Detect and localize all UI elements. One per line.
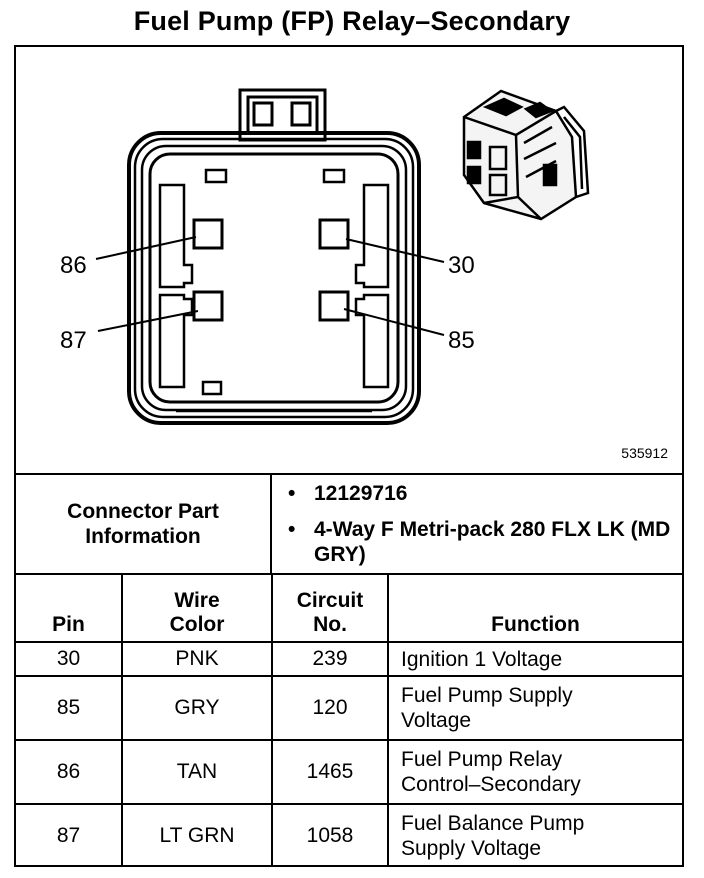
cell-function: Ignition 1 Voltage	[387, 641, 682, 677]
cell-circuit: 1058	[271, 803, 389, 867]
notch-top-left	[204, 168, 228, 184]
connector-info-item: • 12129716	[288, 481, 654, 506]
cavity-85	[318, 290, 350, 322]
cell-circuit: 120	[271, 675, 389, 741]
leader-85	[343, 308, 445, 336]
cell-circuit: 1465	[271, 739, 389, 805]
cell-function: Fuel Pump Supply Voltage	[387, 675, 682, 741]
notch-bottom	[201, 380, 223, 396]
table-row: 85 GRY 120 Fuel Pump Supply Voltage	[16, 675, 682, 741]
cell-function-text: Fuel Pump Supply Voltage	[401, 684, 573, 732]
leader-30	[345, 238, 445, 263]
table-row: 86 TAN 1465 Fuel Pump Relay Control–Seco…	[16, 739, 682, 805]
pin-label-86: 86	[60, 252, 87, 279]
right-wall-top	[354, 183, 390, 289]
cell-function-text: Fuel Pump Relay Control–Secondary	[401, 748, 581, 796]
cell-pin: 85	[16, 675, 123, 741]
connector-part-number: 12129716	[314, 482, 408, 505]
body-outer	[127, 131, 421, 425]
header-circuit-text: Circuit No.	[296, 589, 364, 636]
right-wall-bottom	[354, 293, 390, 389]
bullet-icon: •	[288, 518, 296, 541]
connector-info-label: Connector Part Information	[16, 475, 272, 573]
header-wire-color-text: Wire Color	[169, 589, 225, 636]
pin-label-85: 85	[448, 327, 475, 354]
cell-pin: 30	[16, 641, 123, 677]
header-pin: Pin	[16, 573, 123, 643]
header-circuit: Circuit No.	[271, 573, 389, 643]
body-outline-2	[133, 137, 415, 419]
cavity-86	[192, 218, 224, 250]
connector-figure: 86 30 87 85 535912	[16, 47, 682, 473]
cavity-87	[192, 290, 224, 322]
connector-info-label-text: Connector Part Information	[67, 500, 219, 548]
cell-circuit: 239	[271, 641, 389, 677]
cell-pin: 86	[16, 739, 123, 805]
body-outline-4	[148, 152, 400, 404]
pin-label-30: 30	[448, 252, 475, 279]
table-row: 30 PNK 239 Ignition 1 Voltage	[16, 641, 682, 677]
cell-wire-color: LT GRN	[121, 803, 273, 867]
connector-document-frame: 86 30 87 85 535912 Connector Part Inform…	[14, 45, 684, 867]
table-header-row: Pin Wire Color Circuit No. Function	[16, 573, 682, 643]
cell-function-text: Fuel Balance Pump Supply Voltage	[401, 812, 585, 860]
cell-function: Fuel Pump Relay Control–Secondary	[387, 739, 682, 805]
latch-slot-right	[290, 101, 312, 127]
connector-part-info: Connector Part Information • 12129716 • …	[16, 473, 682, 573]
relay-connector-face-icon	[95, 88, 590, 425]
pin-label-87: 87	[60, 327, 87, 354]
connector-info-item: • 4-Way F Metri-pack 280 FLX LK (MD GRY)	[288, 517, 674, 567]
table-row: 87 LT GRN 1058 Fuel Balance Pump Supply …	[16, 803, 682, 867]
leader-86	[95, 236, 197, 260]
page-title: Fuel Pump (FP) Relay–Secondary	[133, 6, 571, 36]
pin-table: Pin Wire Color Circuit No. Function 30 P…	[16, 573, 682, 867]
left-wall-top	[158, 183, 194, 289]
connector-info-items: • 12129716 • 4-Way F Metri-pack 280 FLX …	[272, 475, 682, 573]
figure-id: 535912	[621, 445, 668, 461]
latch-slot-left	[252, 101, 274, 127]
cell-function: Fuel Balance Pump Supply Voltage	[387, 803, 682, 867]
bullet-icon: •	[288, 482, 296, 505]
notch-top-right	[322, 168, 346, 184]
leader-87	[97, 310, 199, 332]
cell-wire-color: PNK	[121, 641, 273, 677]
connector-description: 4-Way F Metri-pack 280 FLX LK (MD GRY)	[314, 518, 671, 566]
cell-pin: 87	[16, 803, 123, 867]
header-wire-color: Wire Color	[121, 573, 273, 643]
left-wall-bottom	[158, 293, 194, 389]
cavity-30	[318, 218, 350, 250]
cell-wire-color: GRY	[121, 675, 273, 741]
header-function: Function	[387, 573, 682, 643]
connector-isometric-icon	[462, 89, 590, 221]
cell-wire-color: TAN	[121, 739, 273, 805]
